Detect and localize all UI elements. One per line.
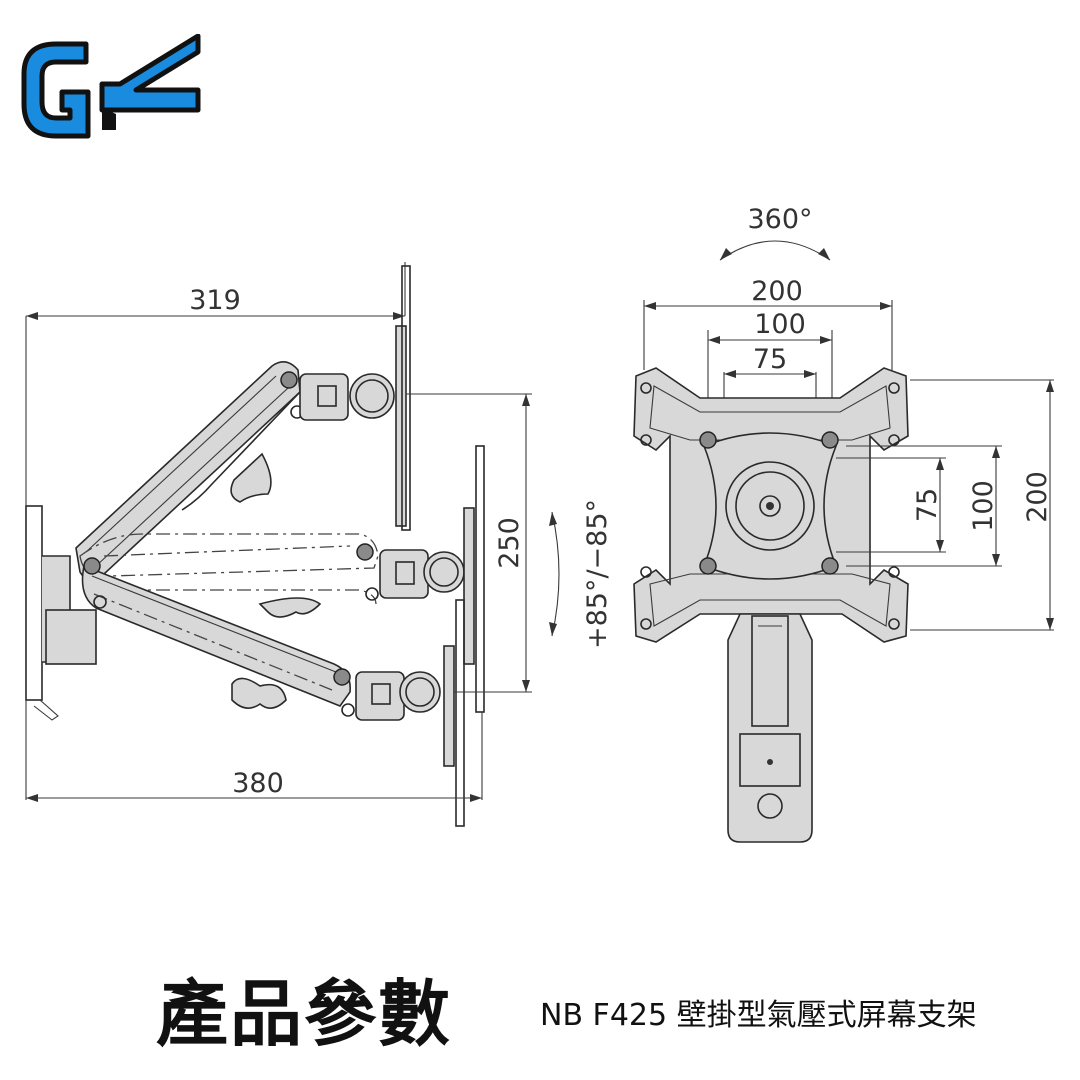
arm-lower-position bbox=[81, 564, 532, 827]
brand-logo bbox=[21, 34, 201, 139]
front-view: 360° 200 100 75 bbox=[633, 204, 1054, 843]
arm-column bbox=[727, 613, 813, 843]
wall-plate bbox=[25, 505, 43, 701]
dim-label-right-75: 75 bbox=[912, 488, 943, 522]
arm-middle-position bbox=[79, 445, 485, 713]
dim-label-380: 380 bbox=[232, 768, 284, 799]
dim-label-top-100: 100 bbox=[754, 309, 806, 340]
dim-label-top-200: 200 bbox=[751, 276, 803, 307]
dim-label-319: 319 bbox=[189, 285, 241, 316]
dim-label-right-100: 100 bbox=[968, 480, 999, 532]
footer-subtitle: NB F425 壁掛型氣壓式屏幕支架 bbox=[540, 998, 977, 1033]
side-view: 319 bbox=[25, 262, 613, 827]
tilt-arc bbox=[551, 511, 560, 637]
dim-label-right-200: 200 bbox=[1022, 471, 1053, 523]
dim-label-top-75: 75 bbox=[753, 344, 787, 375]
dim-label-250: 250 bbox=[494, 517, 525, 569]
dim-label-tilt: +85°/−85° bbox=[582, 499, 613, 649]
dim-label-360: 360° bbox=[747, 204, 812, 235]
wall-pivot bbox=[83, 557, 101, 575]
rotation-arc bbox=[719, 240, 831, 261]
footer-title: 產品參數 bbox=[156, 972, 453, 1056]
